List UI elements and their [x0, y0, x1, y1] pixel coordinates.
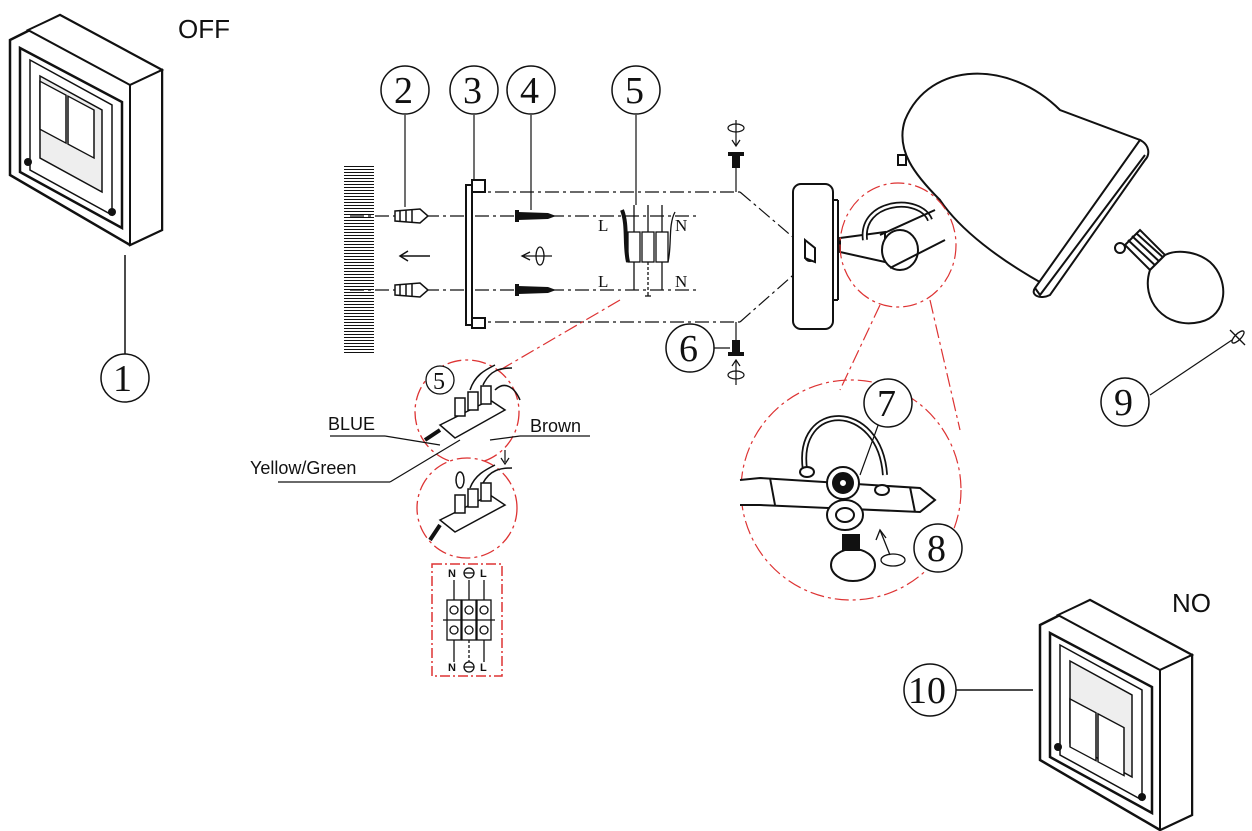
part-10-number: 10: [908, 670, 946, 712]
leader-9: [1149, 339, 1233, 396]
switch-box-off: [8, 13, 165, 355]
wiring-detail-5-callout: 5: [425, 365, 455, 395]
down-arrow-small: [500, 450, 510, 466]
wire-label-leaders: [278, 435, 590, 483]
part-1-callout: 1: [100, 353, 150, 403]
mounting-plate: [465, 179, 486, 329]
wire-label-brown: Brown: [530, 416, 581, 436]
wire-letter-l-top: L: [598, 216, 608, 235]
wire-letter-l-bottom: L: [598, 272, 608, 291]
wiring-guide-line: [499, 299, 621, 371]
wire-label-yellow-green: Yellow/Green: [250, 458, 356, 478]
switch-box-on: [955, 598, 1195, 831]
part-9-number: 9: [1114, 382, 1133, 424]
part-10-callout: 10: [903, 663, 957, 717]
part-4-number: 4: [520, 70, 539, 112]
part-9-callout: 9: [1100, 377, 1150, 427]
arrow-left: [398, 250, 430, 262]
part-7-number: 7: [877, 383, 896, 425]
wiring-detail-5-number: 5: [433, 369, 445, 395]
part-8-number: 8: [927, 528, 946, 570]
lamp-arm: [839, 201, 946, 271]
part-3-callout: 3: [449, 65, 499, 115]
light-bulb: [1114, 228, 1225, 325]
part-2-number: 2: [394, 70, 413, 112]
part-6-number: 6: [679, 328, 698, 370]
terminal-n-top: N: [448, 568, 456, 580]
part-1-number: 1: [113, 358, 132, 400]
part-8-callout: 8: [913, 523, 963, 573]
lamp-shade: [897, 72, 1150, 298]
on-label: NO: [1172, 588, 1211, 618]
screw-bottom: [515, 284, 556, 296]
terminal-connector: [620, 205, 676, 297]
wiring-detail-bottom: [416, 457, 518, 559]
leader-7: [859, 419, 881, 476]
rotate-arrow-8: [875, 528, 906, 567]
wall-hatch: [344, 165, 374, 355]
terminal-l-bottom: L: [480, 662, 487, 674]
wall-plug-top: [394, 208, 430, 224]
fixing-screw-bottom: [727, 322, 745, 385]
part-6-callout: 6: [665, 323, 715, 373]
part-5-number: 5: [625, 70, 644, 112]
wire-label-blue: BLUE: [328, 414, 375, 434]
terminal-n-bottom: N: [448, 662, 456, 674]
screw-top: [515, 210, 556, 222]
part-2-callout: 2: [380, 65, 430, 115]
off-label: OFF: [178, 14, 230, 44]
wire-letter-n-bottom: N: [675, 272, 687, 291]
terminal-block-diagram: N L N L: [431, 563, 503, 677]
lamp-base-plate: [792, 183, 839, 330]
part-4-callout: 4: [506, 65, 556, 115]
detail-arm-zoom: [739, 415, 937, 582]
part-3-number: 3: [463, 70, 482, 112]
rotate-arrow-9: [1229, 329, 1246, 346]
part-5-callout: 5: [611, 65, 661, 115]
wall-plug-bottom: [394, 282, 430, 298]
part-7-callout: 7: [863, 378, 913, 428]
rotate-arrow-4: [520, 246, 552, 266]
wire-letter-n-top: N: [675, 216, 687, 235]
fixing-screw-top: [727, 120, 745, 192]
terminal-l-top: L: [480, 568, 487, 580]
